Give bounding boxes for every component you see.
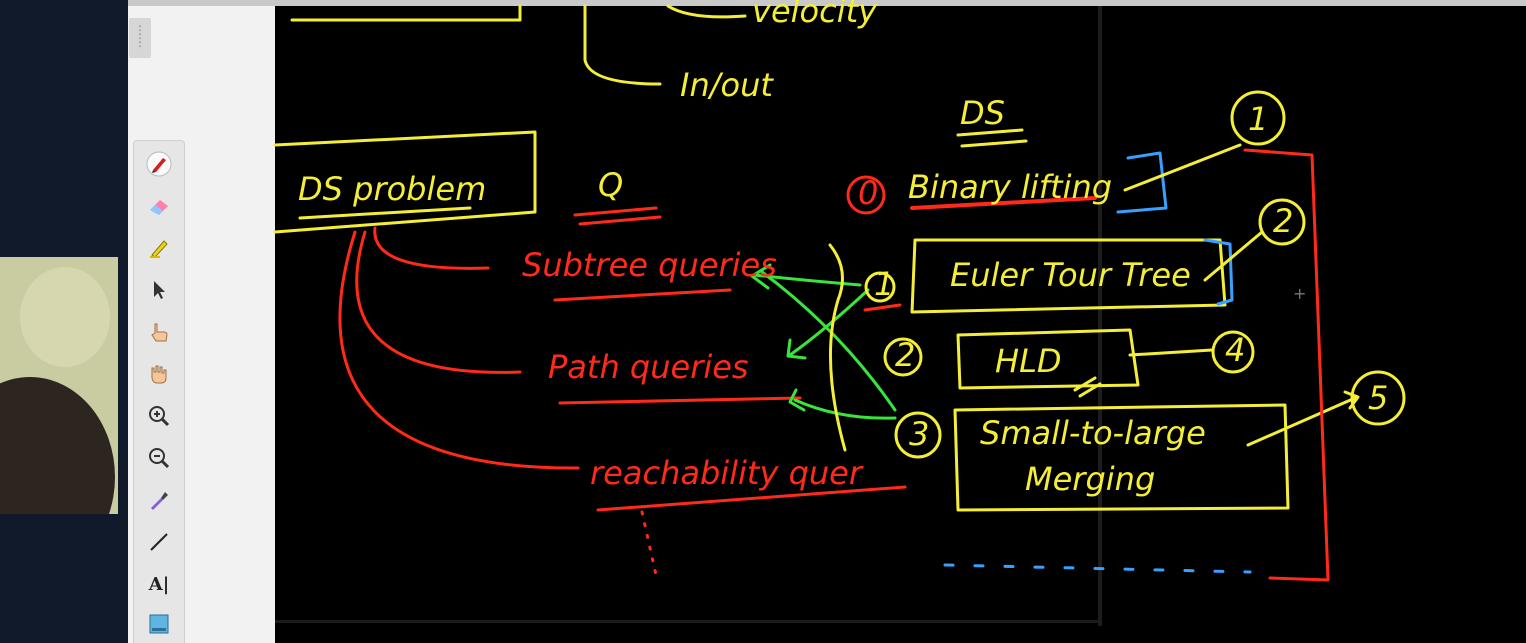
in-out-text: In/out [680, 66, 774, 104]
color-picker-icon [151, 492, 168, 510]
ds-problem-underline [298, 206, 472, 220]
velocity-text: velocity [752, 0, 878, 30]
euler-tour-bracket [1203, 238, 1234, 306]
eraser-icon [150, 200, 168, 215]
zoom-out-icon [149, 448, 170, 469]
ds-problem-box [273, 130, 537, 234]
pen-tool[interactable] [144, 149, 174, 179]
ds-heading-underline [956, 128, 1028, 148]
pointer-icon [154, 281, 165, 299]
page-edge-bottom [275, 620, 1102, 623]
velocity-connector [666, 4, 747, 19]
hand-pan-tool[interactable] [144, 359, 174, 389]
right-num-1: 1 [1248, 100, 1268, 138]
arrow-to-subtree [373, 226, 490, 270]
crosshair-cursor-icon: + [1293, 284, 1307, 303]
connector-2 [1203, 230, 1264, 282]
euler-tour-tree-label: Euler Tour Tree [950, 256, 1191, 294]
highlighter-tool[interactable] [144, 233, 174, 263]
right-num-4: 4 [1225, 331, 1245, 369]
top-box-fragment [290, 4, 522, 22]
circle-0 [846, 175, 886, 215]
q-underline [573, 206, 662, 226]
pen-icon [146, 151, 172, 177]
color-picker-tool[interactable] [144, 485, 174, 515]
circle-num-2 [883, 337, 923, 377]
top-strip [128, 0, 1526, 6]
green-arrow-3 [788, 388, 897, 420]
drag-handle-icon: ⋮⋮ [134, 23, 146, 49]
euler-tour-box [910, 238, 1227, 314]
hld-label: HLD [995, 342, 1062, 380]
hand-point-tool[interactable] [144, 317, 174, 347]
text-tool-icon: A| [148, 573, 170, 595]
euler-red-mark [863, 303, 902, 312]
binary-lifting-bracket [1116, 151, 1168, 214]
hld-mark [1073, 376, 1102, 398]
eraser-tool[interactable] [144, 191, 174, 221]
binary-lifting-label: Binary lifting [908, 168, 1112, 206]
path-queries-label: Path queries [548, 348, 749, 386]
highlighter-icon [150, 240, 168, 258]
zoom-out-tool[interactable] [144, 443, 174, 473]
arrow-to-path [355, 230, 522, 374]
connector-4 [1128, 348, 1214, 357]
in-out-connector [583, 4, 662, 86]
q-label: Q [598, 166, 623, 204]
yellow-brace [828, 243, 847, 452]
connector-5 [1246, 390, 1360, 447]
small-to-large-box [953, 403, 1290, 512]
left-num-1: 1 [874, 265, 894, 303]
green-arrow-1 [750, 263, 862, 290]
path-underline [558, 396, 802, 405]
text-tool[interactable]: A| [144, 569, 174, 599]
green-arrow-2 [786, 288, 870, 360]
drawing-toolbar: A| [133, 140, 185, 643]
image-icon [149, 614, 169, 634]
small-to-large-label: Small-to-large [980, 414, 1206, 452]
toolbar-drag-handle[interactable]: ⋮⋮ [129, 18, 151, 58]
subtree-queries-label: Subtree queries [522, 246, 777, 284]
merging-label: Merging [1025, 460, 1155, 498]
green-arrow-4 [760, 270, 897, 412]
line-tool[interactable] [144, 527, 174, 557]
right-circle-1 [1230, 90, 1286, 146]
circle-num-1 [864, 271, 896, 303]
webcam-background [20, 267, 110, 367]
reachability-queries-label: reachability quer [590, 454, 864, 492]
right-num-5: 5 [1368, 379, 1388, 417]
hld-box [956, 328, 1140, 390]
connector-1 [1123, 143, 1242, 192]
right-circle-2 [1258, 198, 1306, 246]
line-icon [150, 533, 168, 551]
right-num-2: 2 [1273, 202, 1293, 240]
blue-dashed-line [943, 563, 1252, 574]
subtree-underline [553, 288, 732, 302]
circle-0-number: 0 [858, 174, 878, 212]
hand-point-icon [151, 323, 168, 342]
zoom-in-icon [149, 406, 170, 427]
left-num-3: 3 [909, 415, 929, 453]
red-right-bracket [1243, 148, 1330, 582]
circle-num-3 [894, 411, 942, 459]
ds-heading: DS [960, 94, 1005, 132]
webcam-feed [0, 257, 118, 514]
reachability-underline [596, 485, 907, 512]
hand-pan-icon [151, 365, 167, 384]
left-num-2: 2 [895, 336, 915, 374]
ds-problem-label: DS problem [298, 170, 486, 208]
binary-lifting-underline [910, 196, 1097, 210]
reachability-dots [640, 510, 658, 577]
arrow-to-reachability [338, 230, 580, 470]
zoom-in-tool[interactable] [144, 401, 174, 431]
page-edge-right [1098, 6, 1102, 626]
pointer-tool[interactable] [144, 275, 174, 305]
image-tool[interactable] [144, 609, 174, 639]
right-circle-4 [1211, 330, 1255, 374]
